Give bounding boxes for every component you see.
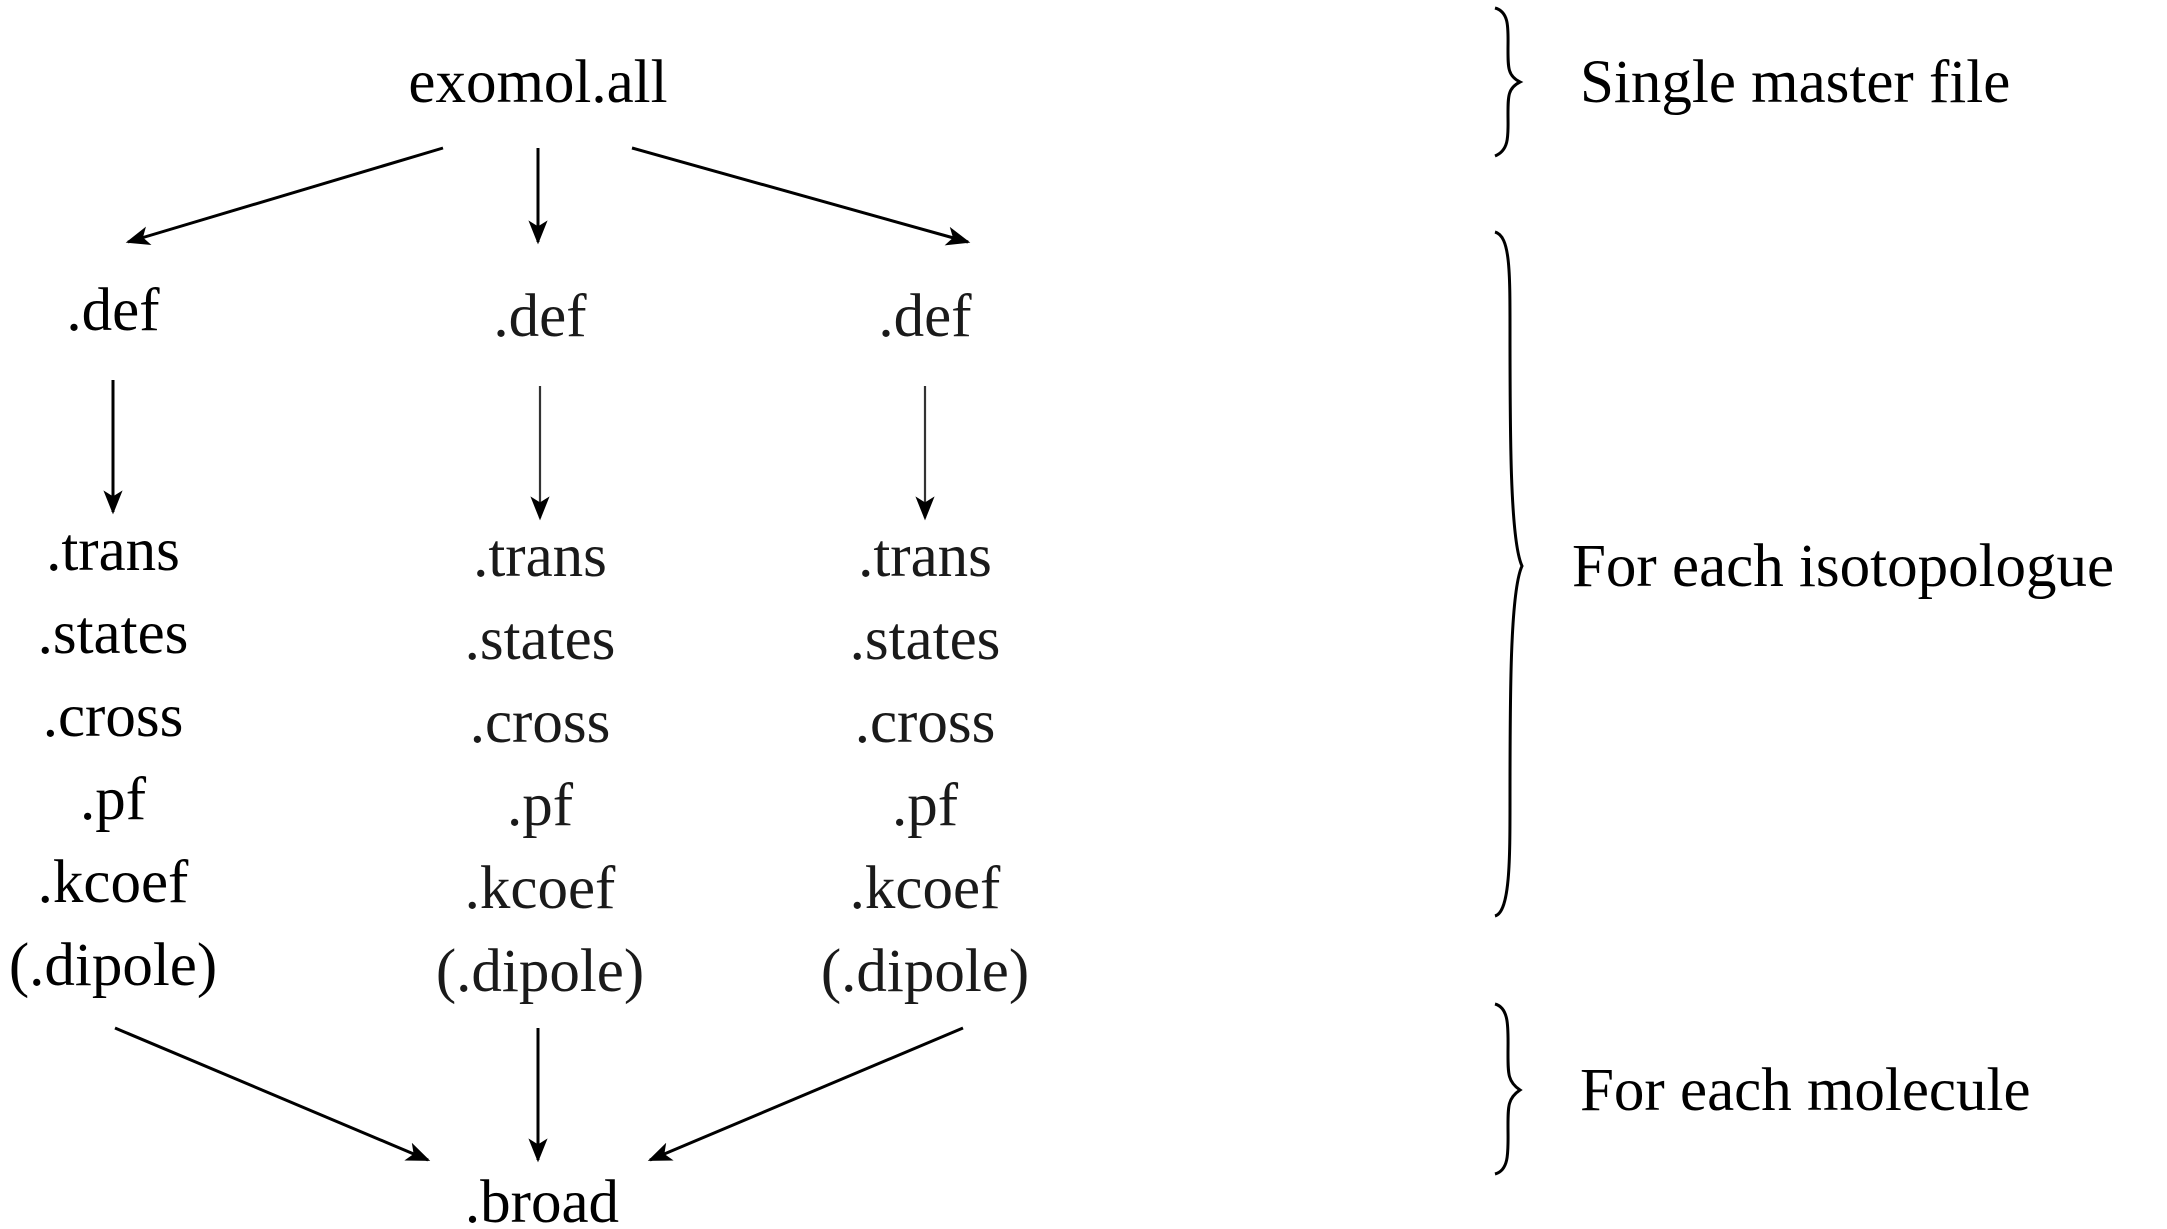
brace-isotopologue: [1494, 230, 1524, 918]
cross-file-node-1: .cross: [43, 683, 184, 750]
def-file-node-2: .def: [493, 283, 587, 350]
arrow-files-1-to-broad: [114, 1026, 431, 1162]
def-file-node-1: .def: [66, 277, 160, 344]
pf-file-node-1: .pf: [80, 766, 147, 833]
label-for-each-molecule: For each molecule: [1580, 1057, 2031, 1124]
trans-file-node-2: .trans: [473, 523, 607, 590]
states-file-node-2: .states: [465, 606, 616, 673]
isotopologue-column-3: .def .trans .states .cross .pf .kcoef (.…: [821, 283, 1029, 1005]
kcoef-file-node-1: .kcoef: [38, 849, 189, 916]
label-for-each-isotopologue: For each isotopologue: [1572, 533, 2114, 600]
states-file-node-1: .states: [38, 600, 189, 667]
pf-file-node-2: .pf: [507, 772, 574, 839]
kcoef-file-node-2: .kcoef: [465, 855, 616, 922]
arrow-files-3-to-broad: [647, 1026, 964, 1162]
master-file-node: exomol.all: [408, 49, 667, 116]
isotopologue-column-2: .def .trans .states .cross .pf .kcoef (.…: [436, 283, 644, 1005]
trans-file-node-3: .trans: [858, 523, 992, 590]
arrow-master-to-def-1: [125, 146, 444, 246]
kcoef-file-node-3: .kcoef: [850, 855, 1001, 922]
dipole-file-node-2: (.dipole): [436, 938, 644, 1005]
brace-molecule: [1494, 1002, 1523, 1176]
broad-file-node: .broad: [465, 1169, 619, 1229]
isotopologue-column-1: .def .trans .states .cross .pf .kcoef (.…: [9, 277, 217, 999]
brace-master: [1494, 6, 1524, 158]
label-single-master-file: Single master file: [1580, 49, 2010, 116]
arrow-master-to-def-3: [631, 146, 971, 246]
def-file-node-3: .def: [878, 283, 972, 350]
states-file-node-3: .states: [850, 606, 1001, 673]
trans-file-node-1: .trans: [46, 517, 180, 584]
pf-file-node-3: .pf: [892, 772, 959, 839]
dipole-file-node-1: (.dipole): [9, 932, 217, 999]
dipole-file-node-3: (.dipole): [821, 938, 1029, 1005]
cross-file-node-3: .cross: [855, 689, 996, 756]
cross-file-node-2: .cross: [470, 689, 611, 756]
